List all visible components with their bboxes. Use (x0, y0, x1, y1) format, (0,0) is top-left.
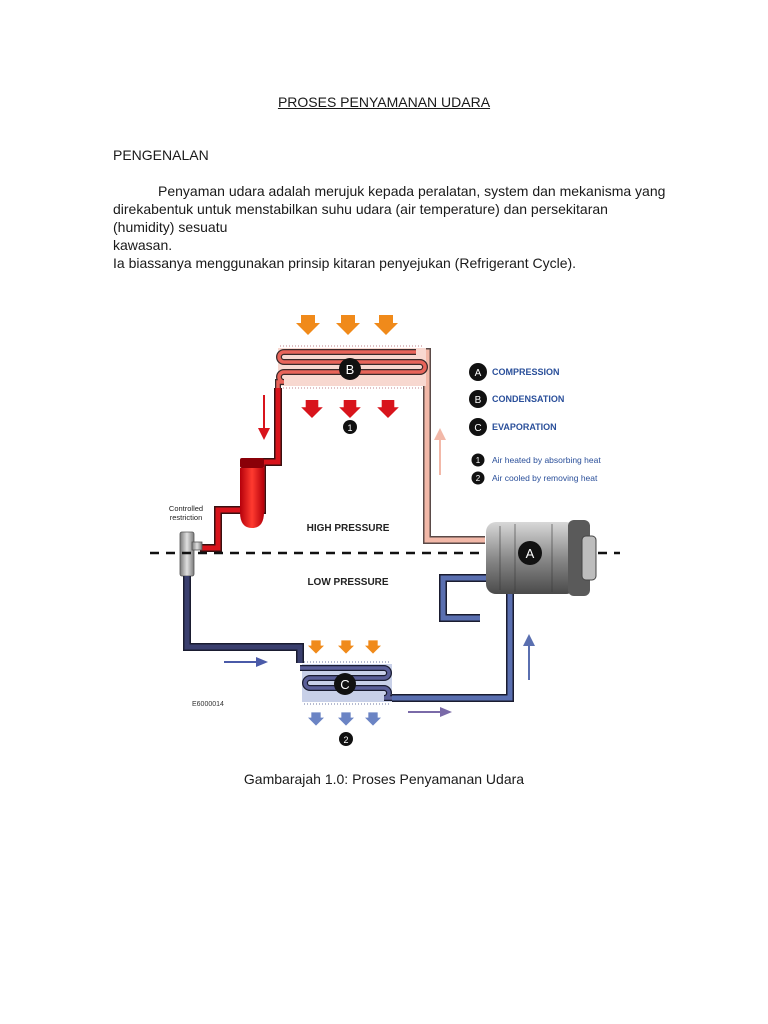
condenser-air-out-arrows (301, 400, 399, 418)
marker-1-label: 1 (347, 423, 352, 433)
paragraph-line-1: Penyaman udara adalah merujuk kepada per… (158, 183, 666, 199)
legend-item-condensation: B CONDENSATION (469, 390, 564, 408)
legend-item-compression: A COMPRESSION (469, 363, 560, 381)
diagram-svg: B 1 Controlled (150, 315, 620, 746)
legend-item-air-cooled: 2 Air cooled by removing heat (471, 471, 598, 485)
paragraph-line-4: Ia biassanya menggunakan prinsip kitaran… (113, 255, 577, 271)
legend-marker: 2 (476, 474, 481, 483)
flow-arrow-down-red (258, 395, 270, 440)
legend-label: EVAPORATION (492, 422, 557, 432)
flow-arrow-up-pink (434, 428, 446, 475)
air-out-arrow (339, 400, 361, 418)
marker-a-label: A (526, 546, 535, 561)
figure-caption: Gambarajah 1.0: Proses Penyamanan Udara (243, 771, 525, 787)
legend-marker: C (474, 423, 481, 434)
legend-marker: 1 (476, 456, 481, 465)
section-heading: PENGENALAN (113, 147, 209, 163)
flow-arrow-right-blue (224, 657, 268, 667)
figure-code: E6000014 (192, 701, 224, 708)
legend: A COMPRESSION B CONDENSATION C EVAPORATI… (469, 363, 601, 485)
flow-arrow-right-purple (408, 707, 452, 717)
marker-b (339, 358, 361, 380)
air-out-arrow (365, 712, 381, 726)
compressor: A (486, 520, 597, 596)
air-in-arrow (308, 640, 324, 654)
marker-1 (343, 420, 357, 434)
evaporator-air-in-arrows (308, 640, 381, 654)
marker-2 (339, 732, 353, 746)
marker-2-label: 2 (343, 735, 348, 745)
evaporator-coil: C (300, 661, 392, 705)
legend-label: Air cooled by removing heat (492, 473, 598, 483)
condenser-air-in-arrows (296, 315, 398, 335)
receiver-drier (240, 458, 264, 528)
high-pressure-label: HIGH PRESSURE (307, 523, 390, 534)
low-pressure-label: LOW PRESSURE (307, 577, 388, 588)
air-out-arrow (338, 712, 354, 726)
paragraph-line-3: kawasan. (113, 237, 173, 253)
legend-marker: A (475, 368, 482, 379)
legend-label: CONDENSATION (492, 394, 564, 404)
legend-item-evaporation: C EVAPORATION (469, 418, 557, 436)
refrigerant-cycle-diagram: B 1 Controlled (140, 300, 630, 755)
restriction-label-line-1: Controlled (169, 504, 203, 513)
flow-arrow-up-blue (523, 634, 535, 680)
condenser-coil: B (275, 345, 428, 390)
paragraph-line-2: direkabentuk untuk menstabilkan suhu uda… (113, 201, 608, 235)
air-out-arrow (308, 712, 324, 726)
legend-label: Air heated by absorbing heat (492, 455, 601, 465)
marker-c-label: C (340, 677, 349, 692)
marker-c (334, 673, 356, 695)
air-in-arrow (374, 315, 398, 335)
air-in-arrow (365, 640, 381, 654)
low-pressure-liquid-line (183, 576, 304, 663)
restriction-label-line-2: restriction (170, 513, 203, 522)
intro-paragraph: Penyaman udara adalah merujuk kepada per… (113, 182, 673, 272)
legend-item-air-heated: 1 Air heated by absorbing heat (471, 453, 601, 467)
air-in-arrow (338, 640, 354, 654)
marker-b-label: B (346, 362, 355, 377)
legend-marker: B (475, 395, 482, 406)
legend-label: COMPRESSION (492, 367, 560, 377)
air-out-arrow (301, 400, 323, 418)
document-title: PROSES PENYAMANAN UDARA (277, 94, 491, 110)
high-pressure-liquid-line (200, 388, 282, 552)
air-out-arrow (377, 400, 399, 418)
marker-a (518, 541, 542, 565)
air-in-arrow (336, 315, 360, 335)
air-in-arrow (296, 315, 320, 335)
evaporator-air-out-arrows (308, 712, 381, 726)
low-pressure-suction-line (392, 574, 514, 702)
